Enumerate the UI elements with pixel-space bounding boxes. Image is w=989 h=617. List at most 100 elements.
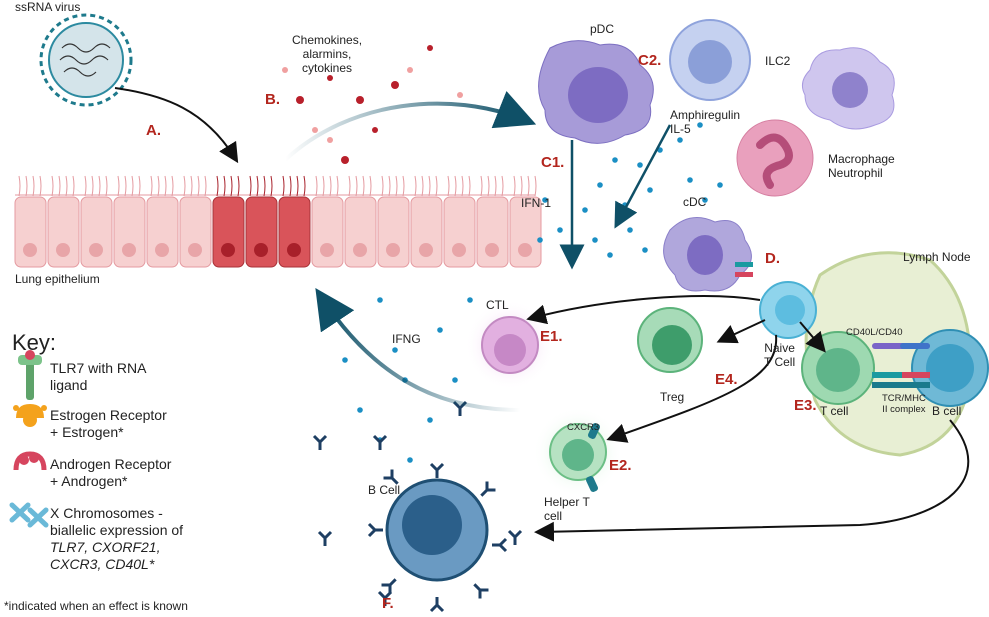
cytokine-dot — [627, 227, 633, 233]
cilia — [501, 175, 504, 197]
tcr-label: TCR/MHC II complex — [882, 393, 926, 415]
cytokine-dot — [592, 237, 598, 243]
arrow-e2 — [606, 334, 778, 443]
cytokine-dot — [697, 122, 703, 128]
arrow-e3 — [799, 321, 826, 353]
antibody-icon — [429, 597, 445, 613]
antibody-icon — [492, 537, 508, 553]
cell-nucleus — [386, 243, 400, 257]
cilia — [395, 175, 398, 197]
ilc2-label: ILC2 — [765, 54, 791, 68]
cilia — [527, 175, 530, 197]
t-cell-label: T cell — [820, 404, 849, 418]
arrow-e1 — [526, 295, 761, 325]
cilia — [369, 175, 372, 197]
epithelial-cell — [47, 196, 80, 268]
cilia — [32, 175, 35, 197]
epithelial-cell — [410, 196, 443, 268]
cytokine-dot — [557, 227, 563, 233]
cilia — [468, 175, 471, 197]
cilia — [355, 175, 358, 197]
treg-cell — [637, 307, 703, 373]
chemokine-dots — [282, 45, 463, 164]
key-footnote: *indicated when an effect is known — [4, 599, 188, 613]
cilia — [461, 175, 464, 197]
step-e4: E4. — [715, 371, 738, 388]
cytokine-dot — [647, 187, 653, 193]
cilia — [84, 175, 87, 197]
cytokine-dots — [342, 122, 723, 463]
chemokines-label: Chemokines, alarmins, cytokines — [292, 33, 363, 75]
step-f: F. — [382, 595, 394, 612]
naive-t-label: Naive T Cell — [764, 341, 796, 369]
key-tlr7: TLR7 with RNA ligand — [50, 360, 147, 393]
cilia — [322, 175, 325, 197]
cilia — [237, 175, 240, 197]
cell-nucleus — [419, 243, 433, 257]
cilia — [303, 175, 306, 197]
cilia — [58, 175, 61, 197]
cell-nucleus — [221, 243, 235, 257]
cilia — [124, 175, 127, 197]
pdc-cell — [538, 40, 654, 144]
cilia — [381, 175, 384, 197]
antibody-icon — [367, 522, 383, 538]
cilia — [487, 175, 490, 197]
arrow-a — [114, 87, 239, 164]
key-xchrom-3: TLR7, CXORF21, — [50, 539, 161, 555]
cilia — [216, 175, 219, 197]
cell-nucleus — [155, 243, 169, 257]
cytokine-dot — [377, 297, 383, 303]
key-estrogen: Estrogen Receptor + Estrogen* — [50, 407, 167, 440]
cilia — [454, 175, 457, 197]
epithelial-cell — [14, 196, 47, 268]
cilia — [435, 175, 438, 197]
epithelial-cell — [344, 196, 377, 268]
step-a: A. — [146, 122, 161, 139]
antibodies — [312, 400, 523, 613]
ln-b-cell — [911, 329, 989, 407]
antibody-icon — [372, 434, 388, 450]
key-xchrom-4: CXCR3, CD40L* — [50, 556, 155, 572]
cilia — [315, 175, 318, 197]
x-chromosome-icon — [9, 502, 49, 528]
cilia — [289, 175, 292, 197]
step-d: D. — [765, 250, 780, 267]
cilia — [230, 175, 233, 197]
cytokine-dot — [677, 137, 683, 143]
cilia — [494, 175, 497, 197]
infected-epithelial-cell — [278, 196, 311, 268]
cilia — [270, 175, 273, 197]
ctl-label: CTL — [486, 298, 509, 312]
cytokine-dot — [467, 297, 473, 303]
cell-nucleus — [320, 243, 334, 257]
cytokine-dot — [357, 407, 363, 413]
cilia — [402, 175, 405, 197]
step-b: B. — [265, 91, 280, 108]
arrow-amphiregulin — [614, 124, 672, 229]
cxcr3-label: CXCR3 — [567, 422, 600, 433]
cilia — [223, 175, 226, 197]
epithelial-cell — [113, 196, 146, 268]
cell-nucleus — [89, 243, 103, 257]
infected-epithelial-cell — [212, 196, 245, 268]
cell-nucleus — [518, 243, 532, 257]
cdc-label: cDC — [683, 195, 707, 209]
androgen-receptor-icon — [13, 451, 47, 471]
cilia — [513, 175, 516, 197]
antibody-icon — [473, 583, 489, 599]
cytokine-dot — [542, 197, 548, 203]
ssrna-virus-icon — [39, 13, 133, 107]
tcr-mhc-complex — [872, 372, 930, 388]
cytokine-dot — [607, 252, 613, 258]
epithelial-cell — [146, 196, 179, 268]
ilc2-cell — [669, 19, 751, 101]
cytokine-dot — [612, 157, 618, 163]
ifng-label: IFNG — [392, 332, 421, 346]
step-e1: E1. — [540, 328, 563, 345]
cilia — [117, 175, 120, 197]
cilia — [447, 175, 450, 197]
key-xchrom-1: X Chromosomes - — [50, 505, 163, 521]
cytokine-dot — [437, 327, 443, 333]
cilia — [249, 175, 252, 197]
